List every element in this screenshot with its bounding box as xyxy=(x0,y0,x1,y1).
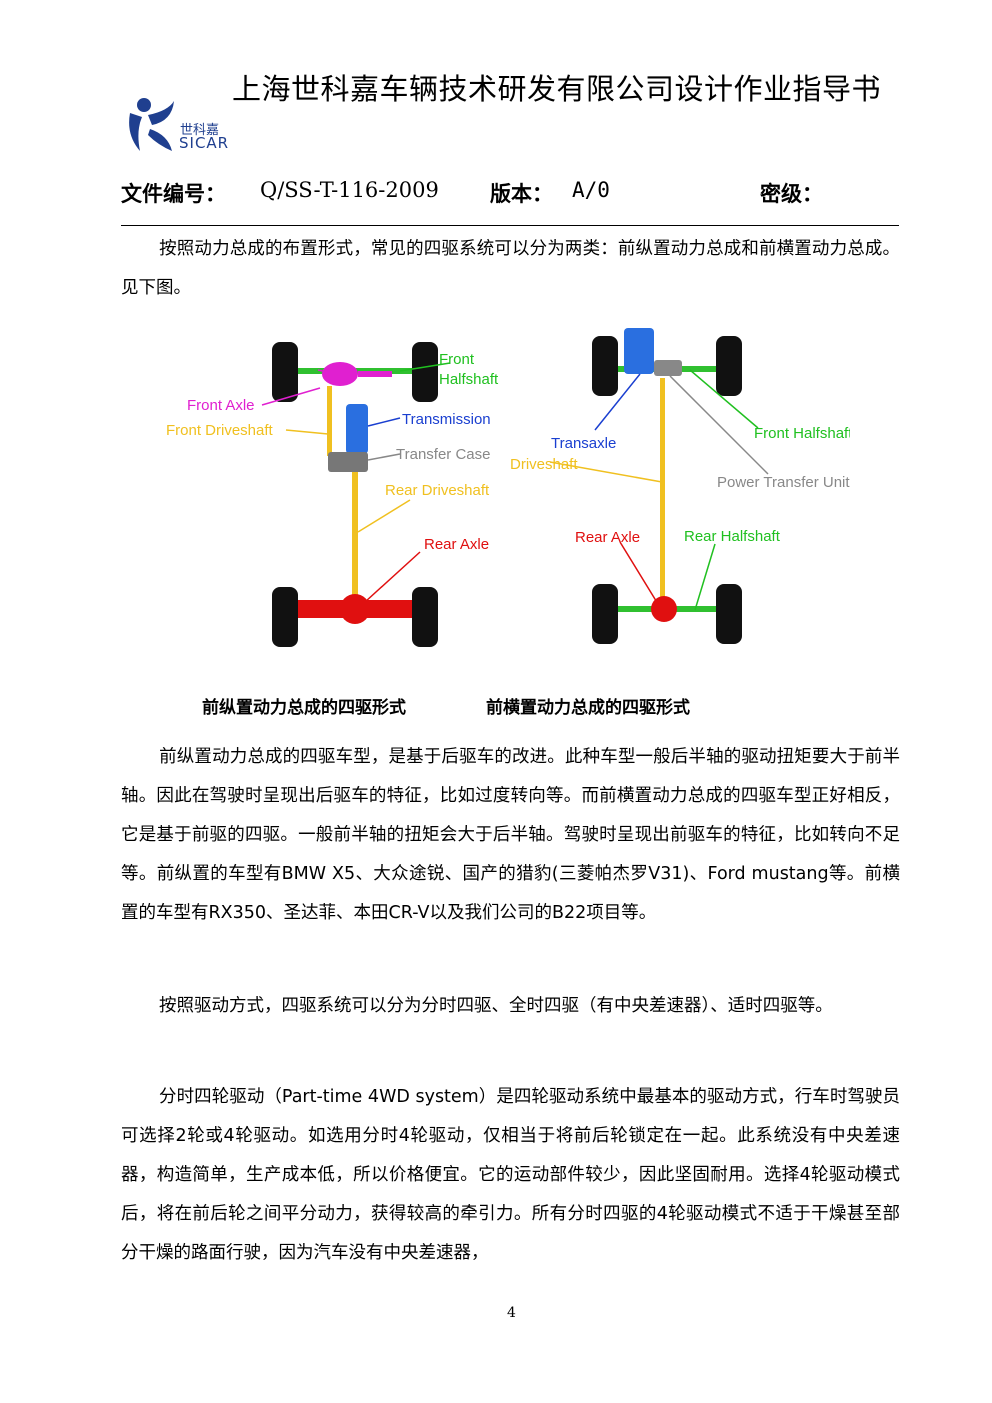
paragraph-4: 分时四轮驱动（Part-time 4WD system）是四轮驱动系统中最基本的… xyxy=(121,1087,900,1263)
label-front-halfshaft-1: Front xyxy=(439,351,475,368)
label-front-halfshaft-2: Halfshaft xyxy=(439,371,499,388)
header-rule xyxy=(121,225,899,226)
label-rear-axle-right: Rear Axle xyxy=(575,529,640,546)
transverse-labels: Transaxle Front Halfshaft Driveshaft Pow… xyxy=(510,425,853,546)
logo-text-cn: 世科嘉 xyxy=(180,123,220,138)
transverse-4wd-diagram xyxy=(549,328,769,644)
caption-left: 前纵置动力总成的四驱形式 xyxy=(202,698,406,718)
label-transfer-case: Transfer Case xyxy=(396,446,490,463)
label-rear-halfshaft: Rear Halfshaft xyxy=(684,528,781,545)
label-transaxle: Transaxle xyxy=(551,435,616,452)
paragraph-3: 按照驱动方式，四驱系统可以分为分时四驱、全时四驱（有中央差速器）、适时四驱等。 xyxy=(159,996,833,1016)
page-number: 4 xyxy=(507,1305,516,1321)
label-transmission: Transmission xyxy=(402,411,491,428)
doc-number-value: Q/SS-T-116-2009 xyxy=(260,178,439,202)
caption-right: 前横置动力总成的四驱形式 xyxy=(486,698,690,718)
longitudinal-labels: Front Halfshaft Front Axle Transmission … xyxy=(166,351,499,553)
doc-number: 文件编号： xyxy=(121,178,226,208)
company-logo: 世科嘉 SICAR xyxy=(124,95,244,155)
label-rear-driveshaft: Rear Driveshaft xyxy=(385,482,490,499)
label-driveshaft: Driveshaft xyxy=(510,456,578,473)
paragraph-2: 前纵置动力总成的四驱车型，是基于后驱车的改进。此种车型一般后半轴的驱动扭矩要大于… xyxy=(121,747,900,923)
version-label: 版本： xyxy=(490,182,553,206)
label-power-transfer-unit: Power Transfer Unit xyxy=(717,474,850,491)
drivetrain-figure: Front Halfshaft Front Axle Transmission … xyxy=(150,322,853,657)
sicar-logo-icon xyxy=(129,98,174,151)
paragraph-1: 按照动力总成的布置形式，常见的四驱系统可以分为两类：前纵置动力总成和前横置动力总… xyxy=(121,239,900,298)
doc-number-label: 文件编号： xyxy=(121,182,226,206)
label-front-driveshaft: Front Driveshaft xyxy=(166,422,274,439)
label-front-axle: Front Axle xyxy=(187,397,255,414)
longitudinal-4wd-diagram xyxy=(261,342,451,647)
page-title: 上海世科嘉车辆技术研发有限公司设计作业指导书 xyxy=(232,72,882,106)
label-front-halfshaft-right: Front Halfshaft xyxy=(754,425,850,442)
secrecy-label: 密级： xyxy=(760,182,823,206)
logo-text-en: SICAR xyxy=(179,134,230,152)
label-rear-axle-left: Rear Axle xyxy=(424,536,489,553)
version-value: A/0 xyxy=(572,178,610,202)
